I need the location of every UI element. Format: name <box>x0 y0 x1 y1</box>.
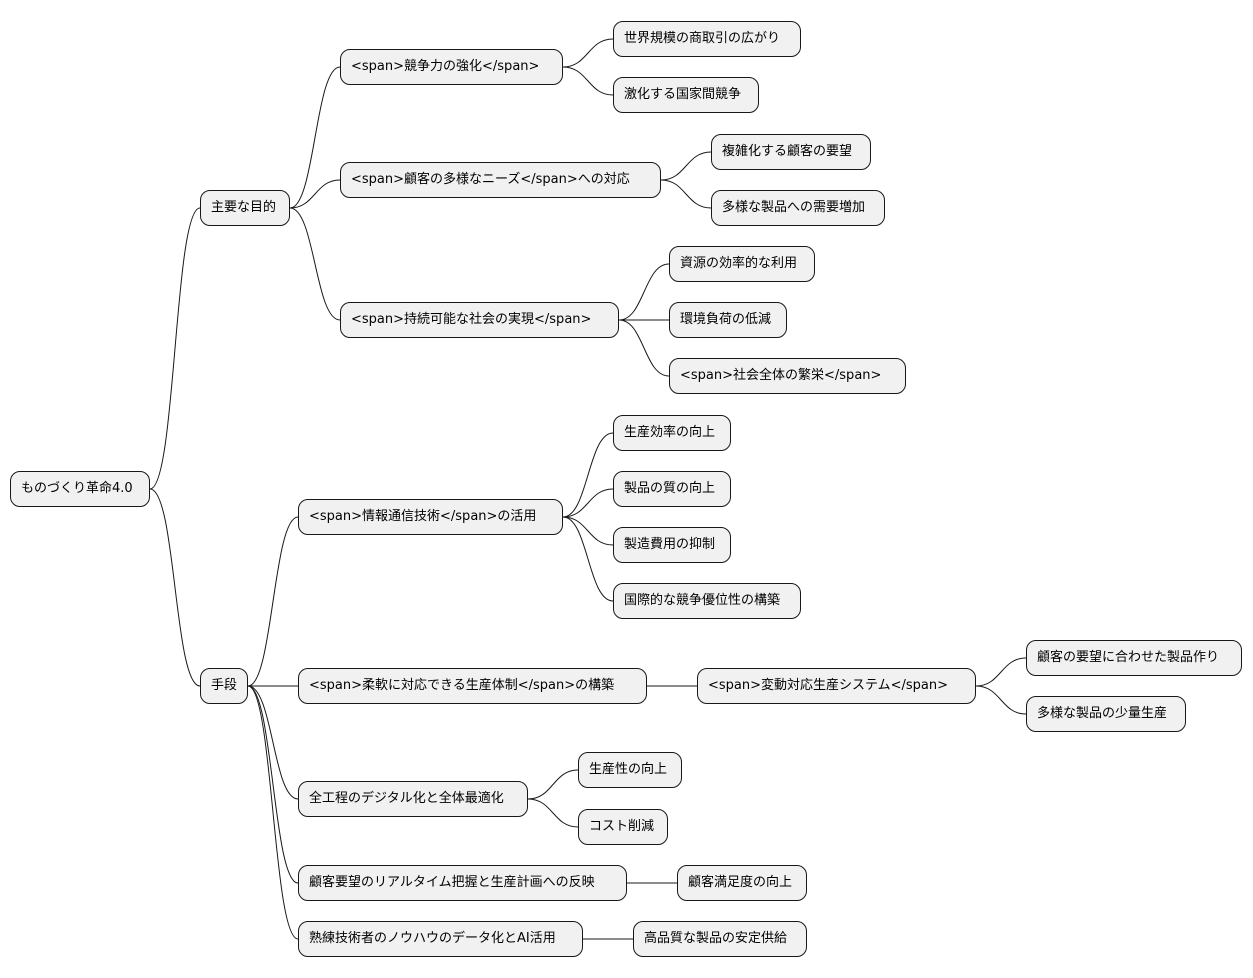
sustainability-item-2: 環境負荷の低減 <box>669 302 787 338</box>
edge-purposes-sustainability <box>289 207 341 321</box>
ict-item-2: 製品の質の向上 <box>613 471 731 507</box>
customer-needs-item-2: 多様な製品への需要増加 <box>711 190 885 226</box>
edge-system-2 <box>975 685 1027 715</box>
digital-node: 全工程のデジタル化と全体最適化 <box>298 781 528 817</box>
edge-digital-2 <box>527 798 579 828</box>
edge-sustainability-1 <box>618 263 670 321</box>
digital-item-2: コスト削減 <box>578 809 668 845</box>
sustainability-item-3: <span>社会全体の繁栄</span> <box>669 358 906 394</box>
edge-competitiveness-2 <box>562 66 614 96</box>
edge-means-digital <box>247 685 299 800</box>
customer-needs-item-1: 複雑化する顧客の要望 <box>711 134 871 170</box>
competitiveness-item-1: 世界規模の商取引の広がり <box>613 21 801 57</box>
means-node: 手段 <box>200 668 248 704</box>
flexible-system-item-1: 顧客の要望に合わせた製品作り <box>1026 640 1242 676</box>
edge-ict-4 <box>562 516 614 602</box>
digital-item-1: 生産性の向上 <box>578 752 682 788</box>
ict-item-3: 製造費用の抑制 <box>613 527 731 563</box>
ict-node: <span>情報通信技術</span>の活用 <box>298 499 563 535</box>
sustainability-node: <span>持続可能な社会の実現</span> <box>340 302 619 338</box>
knowhow-item-1: 高品質な製品の安定供給 <box>633 921 807 957</box>
edge-ict-2 <box>562 488 614 518</box>
edge-competitiveness-1 <box>562 38 614 68</box>
ict-item-4: 国際的な競争優位性の構築 <box>613 583 801 619</box>
ict-item-1: 生産効率の向上 <box>613 415 731 451</box>
edge-customer-needs-1 <box>660 151 712 181</box>
knowhow-node: 熟練技術者のノウハウのデータ化とAI活用 <box>298 921 583 957</box>
competitiveness-node: <span>競争力の強化</span> <box>340 49 563 85</box>
edge-digital-1 <box>527 769 579 800</box>
edge-ict-3 <box>562 516 614 546</box>
edge-ict-1 <box>562 432 614 518</box>
edge-root-purposes <box>149 207 201 490</box>
realtime-node: 顧客要望のリアルタイム把握と生産計画への反映 <box>298 865 627 901</box>
edge-system-1 <box>975 657 1027 687</box>
edge-purposes-competitiveness <box>289 66 341 209</box>
flexible-system-node: <span>変動対応生産システム</span> <box>697 668 976 704</box>
purposes-node: 主要な目的 <box>200 190 290 226</box>
competitiveness-item-2: 激化する国家間競争 <box>613 77 759 113</box>
edge-sustainability-3 <box>618 319 670 377</box>
edge-root-means <box>149 488 201 687</box>
edge-means-realtime <box>247 685 299 884</box>
edge-means-knowhow <box>247 685 299 940</box>
edge-customer-needs-2 <box>660 179 712 209</box>
root-node: ものづくり革命4.0 <box>10 471 150 507</box>
flexible-system-item-2: 多様な製品の少量生産 <box>1026 696 1186 732</box>
sustainability-item-1: 資源の効率的な利用 <box>669 246 815 282</box>
edge-means-ict <box>247 516 299 687</box>
flexible-node: <span>柔軟に対応できる生産体制</span>の構築 <box>298 668 647 704</box>
edge-purposes-customer-needs <box>289 179 341 209</box>
realtime-item-1: 顧客満足度の向上 <box>677 865 807 901</box>
customer-needs-node: <span>顧客の多様なニーズ</span>への対応 <box>340 162 661 198</box>
